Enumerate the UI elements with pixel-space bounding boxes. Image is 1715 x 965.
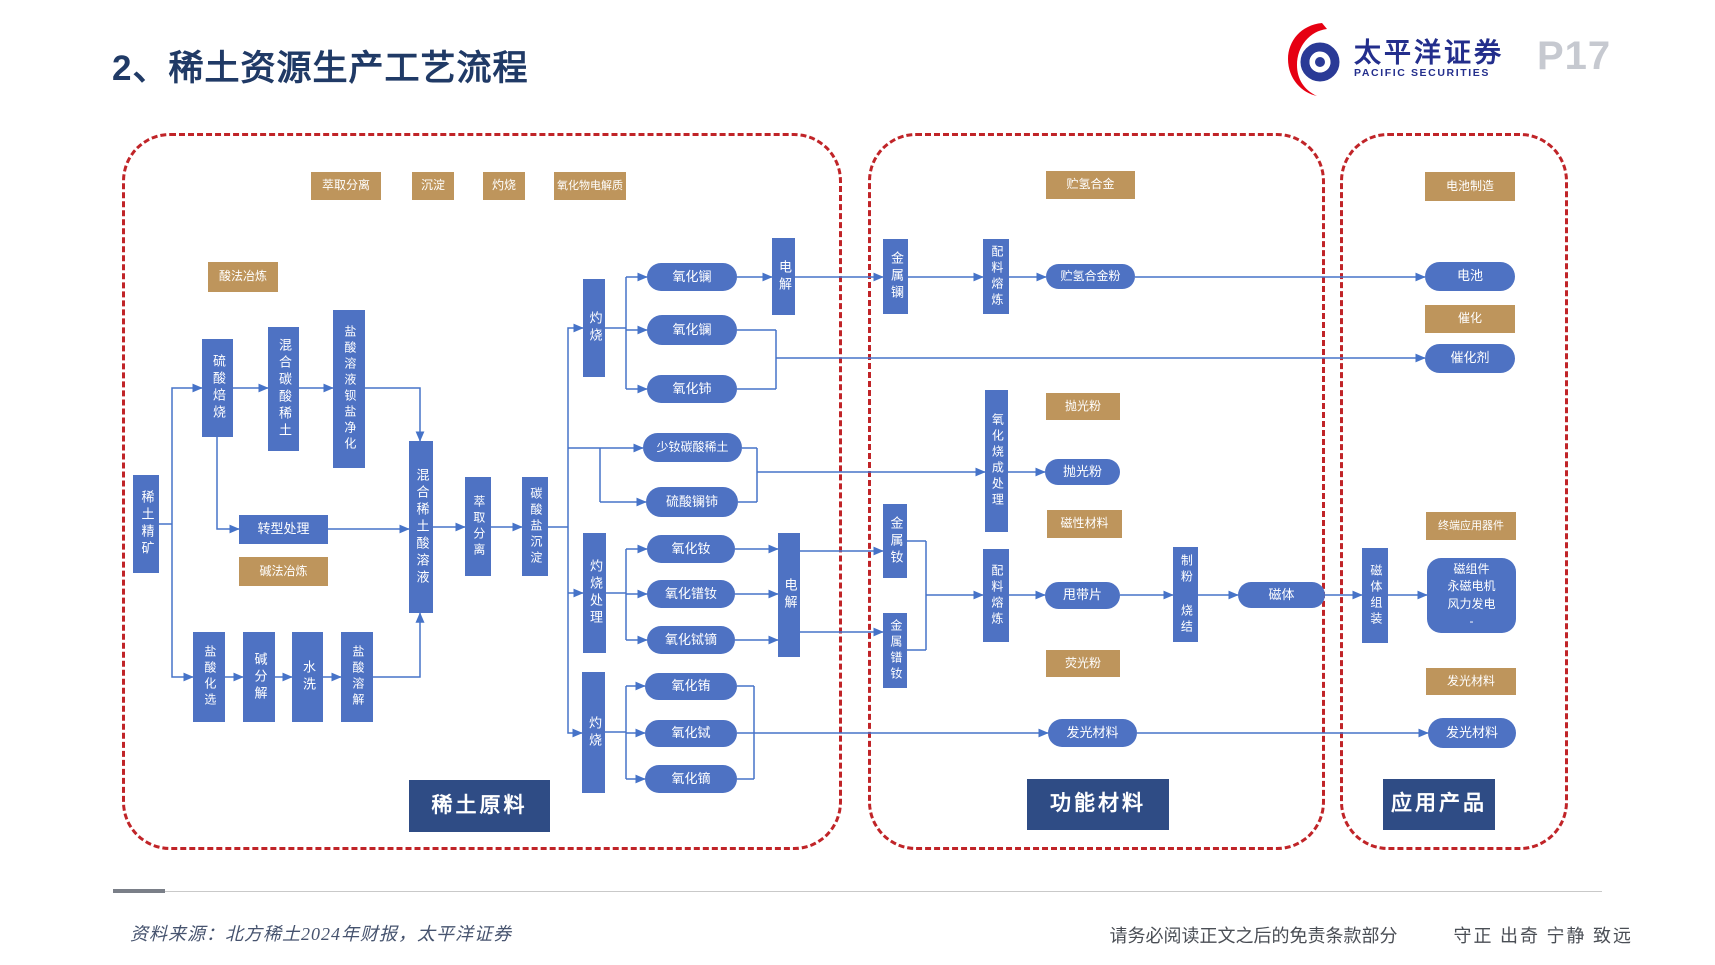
node-lanthanum-cerium-sulfate: 硫酸镧铈 — [646, 487, 738, 517]
node-powdering-sintering: 制粉 烧结 — [1173, 547, 1198, 642]
node-catalysis-tag: 催化 — [1425, 305, 1515, 333]
footer-right: 请务必阅读正文之后的免责条款部分 守正 出奇 宁静 致远 — [1110, 922, 1634, 948]
node-low-nd-rare-earth-carbonate: 少钕碳酸稀土 — [643, 433, 742, 462]
node-calcination-bottom: 灼烧 — [582, 672, 605, 793]
node-electrolysis-2: 电解 — [778, 533, 800, 657]
node-mixed-rare-earth-acid-solution: 混合稀土酸溶液 — [409, 441, 433, 613]
node-alkali-decomposition: 碱分解 — [243, 632, 275, 722]
node-magnet: 磁体 — [1238, 582, 1325, 608]
flow-edge — [216, 437, 240, 534]
node-calcination-top: 灼烧 — [583, 279, 605, 377]
motto-text: 守正 出奇 宁静 致远 — [1453, 926, 1633, 946]
page-number: P17 — [1537, 34, 1612, 78]
node-oxide-electrolyte-tag: 氧化物电解质 — [554, 172, 626, 200]
node-lanthanum-oxide-2: 氧化镧 — [647, 315, 737, 345]
node-dysprosium-oxide: 氧化镝 — [645, 765, 737, 793]
node-raw-material-label: 稀土原料 — [409, 780, 550, 832]
node-hydrogen-storage-alloy-powder: 贮氢合金粉 — [1046, 264, 1135, 289]
node-battery: 电池 — [1425, 262, 1515, 291]
node-hcl-dissolution: 盐酸溶解 — [341, 632, 373, 722]
node-neodymium-metal: 金属钕 — [883, 504, 907, 578]
application-product-section — [1340, 133, 1568, 850]
node-application-product-label: 应用产品 — [1383, 779, 1495, 830]
node-lanthanum-metal: 金属镧 — [883, 239, 908, 314]
node-mixed-rare-earth-carbonate: 混合碳酸稀土 — [268, 327, 299, 451]
node-water-washing: 水洗 — [292, 632, 323, 722]
functional-material-section — [868, 133, 1325, 850]
node-lanthanum-oxide-1: 氧化镧 — [647, 263, 737, 291]
node-hcl-barium-salt-purification: 盐酸溶液钡盐净化 — [333, 310, 365, 468]
node-precipitation-tag: 沉淀 — [412, 172, 454, 200]
brand-name-en: PACIFIC SECURITIES — [1354, 67, 1490, 80]
source-note: 资料来源：北方稀土2024年财报，太平洋证券 — [130, 924, 512, 944]
node-catalyst: 催化剂 — [1425, 344, 1515, 373]
node-neodymium-oxide: 氧化钕 — [647, 535, 735, 563]
node-pr-nd-oxide: 氧化镨钕 — [647, 580, 735, 608]
page-title: 2、稀土资源生产工艺流程 — [112, 49, 529, 88]
node-oxidation-firing-treatment: 氧化烧成处理 — [985, 390, 1008, 532]
node-extraction-separation: 萃取分离 — [465, 477, 491, 576]
flow-edge — [171, 524, 194, 682]
disclaimer-text: 请务必阅读正文之后的免责条款部分 — [1109, 926, 1398, 946]
node-hydrogen-storage-alloy-tag: 贮氢合金 — [1046, 171, 1135, 199]
node-luminescent-material-final: 发光材料 — [1428, 718, 1516, 748]
node-electrolysis-1: 电解 — [772, 238, 795, 315]
node-luminescent-material-mid: 发光材料 — [1048, 719, 1137, 747]
footer-divider — [113, 889, 1602, 893]
brand: 太平洋证券 PACIFIC SECURITIES — [1286, 20, 1504, 98]
node-transformation-treatment: 转型处理 — [239, 515, 328, 544]
node-terminal-application-tag: 终端应用器件 — [1426, 512, 1516, 540]
node-europium-oxide: 氧化铕 — [645, 673, 737, 700]
node-rare-earth-concentrate: 稀土精矿 — [133, 475, 159, 573]
node-luminescent-material-tag: 发光材料 — [1426, 668, 1516, 695]
node-terbium-oxide: 氧化铽 — [645, 720, 737, 747]
node-battery-manufacturing-tag: 电池制造 — [1425, 172, 1515, 201]
flow-edge — [567, 527, 583, 738]
node-extraction-separation-tag: 萃取分离 — [311, 172, 381, 200]
node-calcination-treatment: 灼烧处理 — [583, 533, 606, 653]
node-batching-melting-1: 配料熔炼 — [983, 239, 1009, 314]
node-phosphor-tag: 荧光粉 — [1046, 650, 1120, 677]
raw-material-section — [122, 133, 842, 850]
flow-edge — [365, 387, 425, 442]
flow-edge — [567, 323, 584, 527]
node-cerium-oxide: 氧化铈 — [647, 375, 737, 403]
brand-text: 太平洋证券 PACIFIC SECURITIES — [1354, 37, 1504, 80]
brand-name-cn: 太平洋证券 — [1354, 37, 1504, 68]
node-alkali-smelting-tag: 碱法冶炼 — [239, 557, 328, 586]
node-magnet-assembly: 磁体组装 — [1362, 548, 1388, 643]
node-polishing-powder-tag: 抛光粉 — [1046, 393, 1120, 420]
node-functional-material-label: 功能材料 — [1027, 779, 1169, 830]
node-hcl-chemical-separation: 盐酸化选 — [193, 632, 225, 722]
node-polishing-powder: 抛光粉 — [1045, 459, 1120, 485]
node-strip-casting-flake: 甩带片 — [1045, 582, 1120, 609]
node-acid-smelting-tag: 酸法冶炼 — [208, 262, 278, 292]
node-pr-nd-metal: 金属镨钕 — [883, 613, 907, 688]
node-calcination-tag: 灼烧 — [483, 172, 525, 200]
pacific-securities-logo-icon — [1288, 23, 1340, 96]
node-magnetic-material-tag: 磁性材料 — [1047, 510, 1122, 538]
node-magnet-component-products: 磁组件 永磁电机 风力发电 - — [1427, 558, 1516, 633]
flow-edge — [373, 612, 425, 678]
flow-edge — [171, 383, 203, 524]
node-carbonate-precipitation: 碳酸盐沉淀 — [522, 477, 548, 576]
footer-divider-accent — [113, 889, 165, 893]
node-sulfuric-acid-roasting: 硫酸焙烧 — [202, 339, 233, 437]
node-batching-melting-2: 配料熔炼 — [983, 549, 1009, 642]
node-tb-dy-oxide: 氧化铽镝 — [647, 626, 735, 654]
